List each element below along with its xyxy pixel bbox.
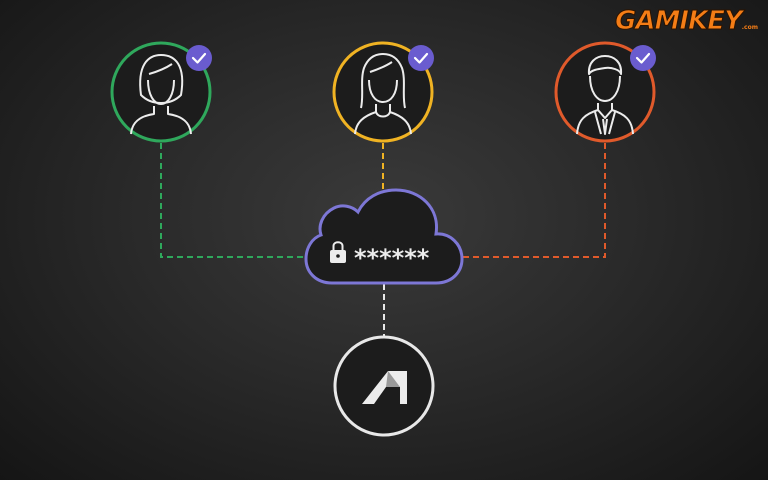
password-cloud: ****** <box>304 188 464 285</box>
user-avatar-3 <box>554 41 656 143</box>
connector-user-3 <box>461 143 606 258</box>
brand-name: GAMIKEY <box>615 6 744 37</box>
user-male-suit-icon <box>576 55 634 135</box>
brand-domain: .com <box>741 24 758 31</box>
connector-user-1 <box>160 143 307 258</box>
app-circle <box>333 335 435 437</box>
check-badge-1-icon <box>186 45 212 71</box>
check-badge-2-icon <box>408 45 434 71</box>
lock-icon <box>330 241 346 263</box>
check-badge-3-icon <box>630 45 656 71</box>
password-mask: ****** <box>354 244 430 272</box>
user-avatar-1 <box>110 41 212 143</box>
user-female-long-hair-icon <box>354 53 412 135</box>
user-avatar-2 <box>332 41 434 143</box>
autodesk-logo-icon <box>362 371 407 404</box>
user-female-short-hair-icon <box>130 54 192 135</box>
brand-logo: GAMIKEY.com <box>615 6 758 37</box>
